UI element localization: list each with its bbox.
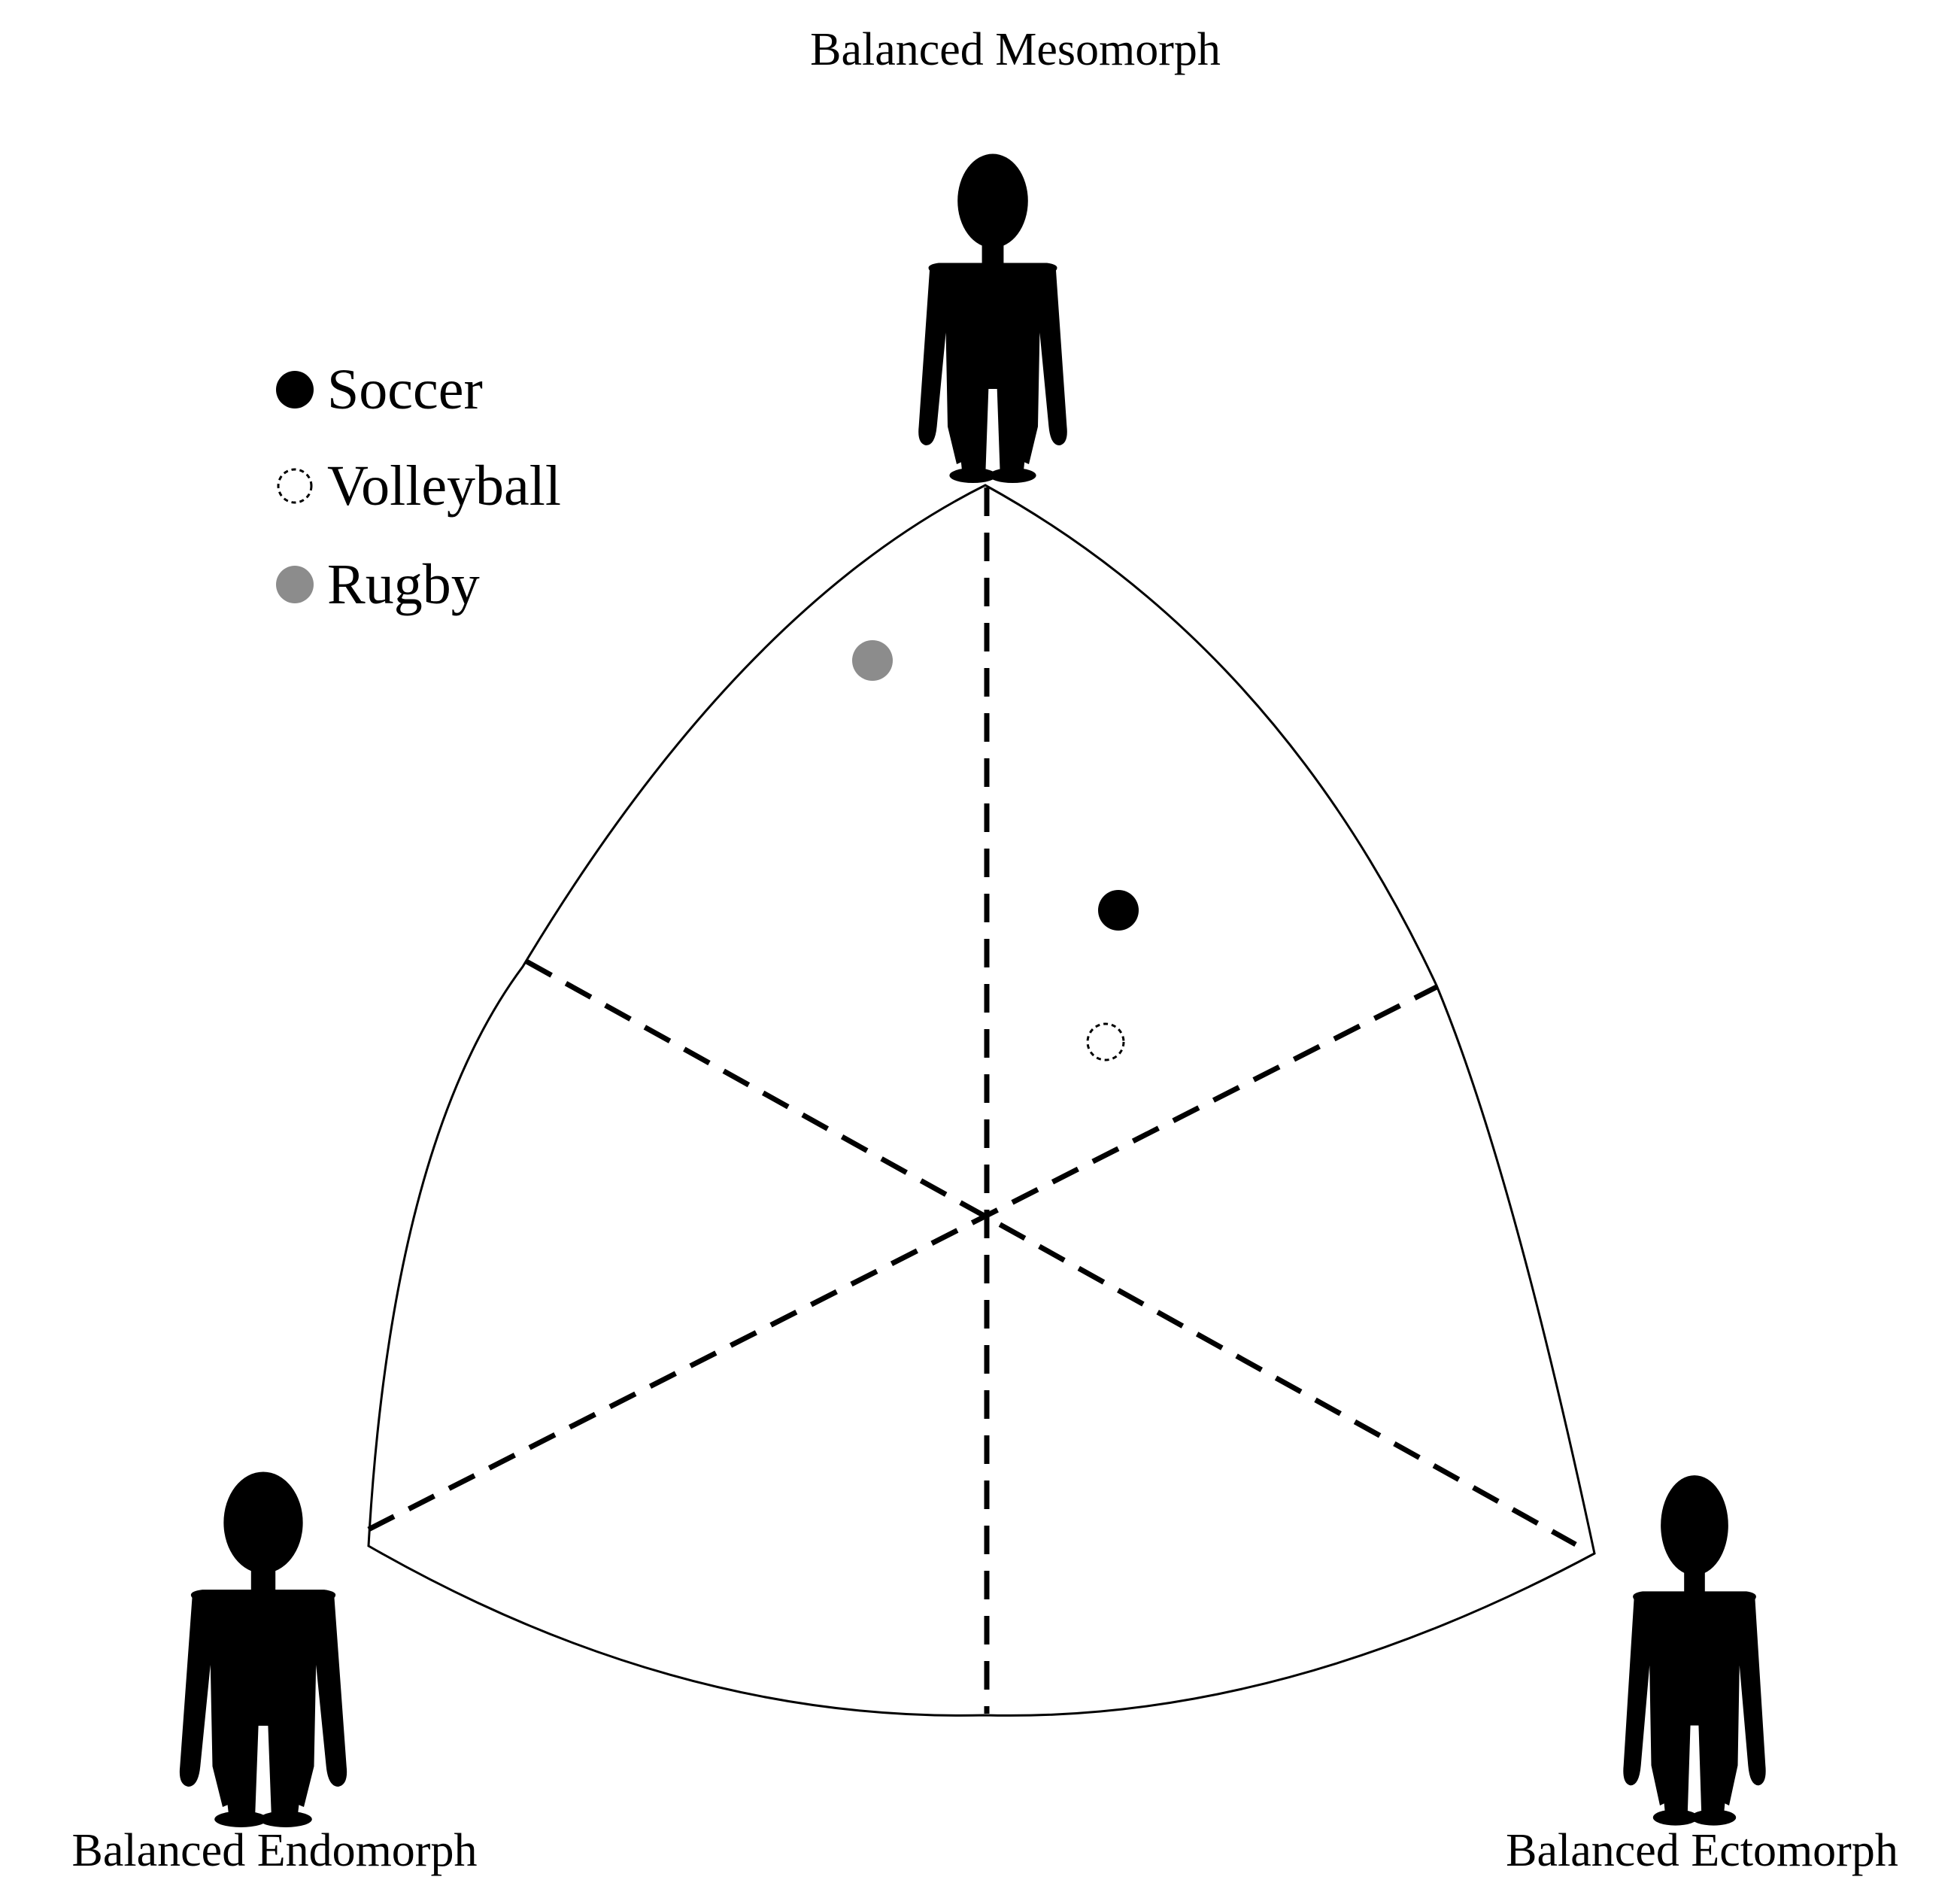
legend-label-rugby: Rugby [327, 553, 480, 616]
data-point-rugby [852, 640, 893, 681]
legend: Soccer Volleyball Rugby [276, 358, 561, 616]
legend-marker-rugby [276, 566, 314, 603]
label-endomorph: Balanced Endomorph [72, 1825, 478, 1876]
human-silhouette-icon [1623, 1475, 1766, 1826]
axis-left-diagonal [525, 958, 1577, 1547]
legend-marker-soccer [276, 371, 314, 408]
label-ectomorph: Balanced Ectomorph [1506, 1825, 1898, 1876]
data-point-soccer [1098, 890, 1139, 931]
legend-label-volleyball: Volleyball [327, 454, 561, 518]
data-point-volleyball [1086, 1022, 1125, 1061]
chart-outline [367, 484, 1596, 1717]
human-silhouette-icon [179, 1471, 347, 1827]
human-silhouette-icon [918, 153, 1067, 483]
legend-marker-volleyball [277, 468, 313, 504]
axis-right-diagonal [367, 984, 1438, 1532]
legend-label-soccer: Soccer [327, 358, 483, 421]
label-mesomorph: Balanced Mesomorph [810, 24, 1221, 75]
